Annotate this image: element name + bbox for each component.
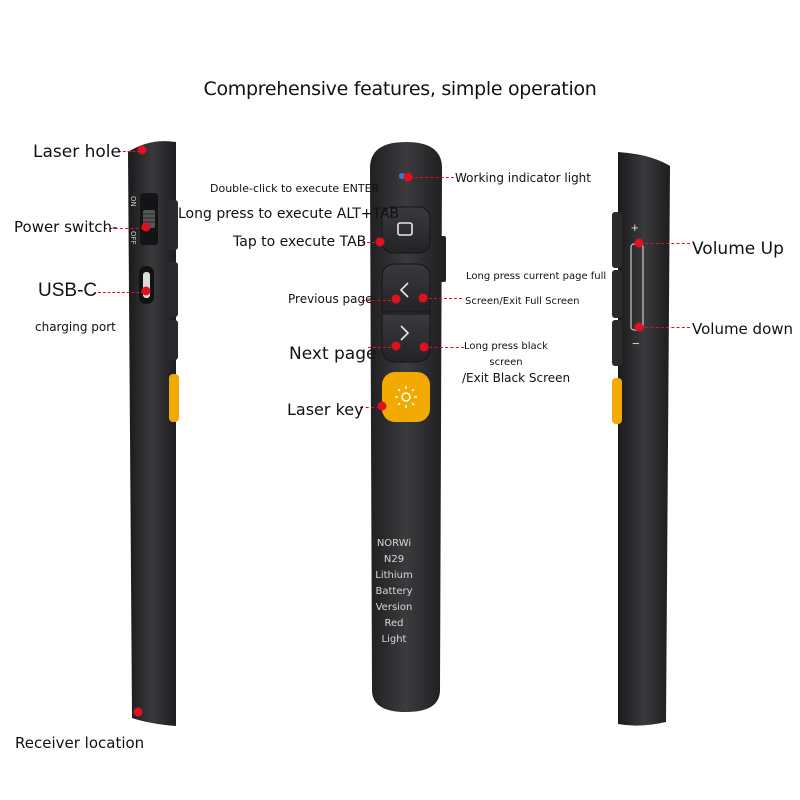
callout-line [368, 347, 396, 348]
right-side-view [612, 152, 670, 726]
label-receiver-location: Receiver location [15, 734, 145, 752]
next-page-button [381, 313, 431, 363]
device-text-line: Battery [375, 586, 413, 597]
device-text-line: Light [381, 634, 407, 645]
sun-icon [395, 386, 417, 408]
device-text-line: Red [384, 618, 404, 629]
label-long-press-full-1: Long press current page full [466, 271, 607, 282]
label-long-press-black-1: Long press black [464, 341, 548, 352]
callout-dot [419, 342, 429, 352]
callout-dot [375, 237, 385, 247]
label-long-press-black-2: screen [489, 357, 523, 368]
label-long-press-black-3: /Exit Black Screen [462, 371, 571, 385]
volume-plus-mark: + [631, 220, 639, 235]
device-print-text: NORWi N29 Lithium Battery Version Red Li… [368, 536, 420, 648]
callout-dot [133, 707, 143, 717]
label-double-click: Double-click to execute ENTER [210, 182, 380, 195]
tab-button [381, 206, 431, 254]
label-long-press-alt-tab: Long press to execute ALT+TAB [178, 206, 400, 222]
label-long-press-full-2: Screen/Exit Full Screen [465, 296, 580, 307]
chevron-left-icon [399, 282, 409, 298]
callout-dot [377, 401, 387, 411]
callout-line [424, 298, 462, 299]
device-text-line: Version [375, 602, 413, 613]
callout-line [98, 292, 144, 293]
device-text-line: N29 [383, 554, 405, 565]
callout-dot [634, 322, 644, 332]
callout-line [424, 347, 464, 348]
callout-line [118, 151, 140, 152]
callout-line [360, 407, 380, 408]
previous-page-button [381, 263, 431, 313]
square-icon [397, 222, 413, 236]
volume-minus-mark: − [632, 336, 640, 351]
front-view [370, 142, 446, 712]
label-volume-up: Volume Up [692, 239, 784, 259]
label-long-press-black: Long press black screen [463, 339, 549, 371]
callout-dot [634, 238, 644, 248]
label-volume-down: Volume down [692, 320, 794, 338]
callout-line [362, 300, 396, 301]
callout-line [640, 243, 690, 244]
callout-dot [141, 286, 151, 296]
left-side-view: ON OFF [128, 141, 179, 727]
callout-line [104, 228, 144, 229]
callout-dot [418, 293, 428, 303]
callout-dot [391, 294, 401, 304]
label-usb-c: USB-C [38, 280, 98, 301]
page-title: Comprehensive features, simple operation [203, 78, 597, 100]
switch-on-text: ON [129, 196, 137, 207]
label-charging-port: charging port [35, 320, 116, 334]
label-working-indicator: Working indicator light [455, 171, 591, 185]
switch-off-text: OFF [129, 231, 137, 245]
laser-button [382, 372, 430, 422]
callout-line [640, 327, 690, 328]
label-laser-hole: Laser hole [33, 142, 121, 162]
callout-dot [137, 145, 147, 155]
device-text-line: Lithium [375, 570, 413, 581]
label-tap-tab: Tap to execute TAB [233, 234, 367, 250]
callout-dot [391, 341, 401, 351]
callout-line [410, 177, 454, 178]
device-text-line: NORWi [376, 538, 412, 549]
callout-dot [141, 222, 151, 232]
label-laser-key: Laser key [287, 400, 364, 419]
label-power-switch: Power switch- [14, 218, 118, 236]
label-previous-page: Previous page- [288, 292, 377, 306]
chevron-right-icon [400, 325, 410, 341]
callout-line [362, 242, 380, 243]
callout-dot [403, 172, 413, 182]
label-next-page: Next page [289, 344, 377, 364]
